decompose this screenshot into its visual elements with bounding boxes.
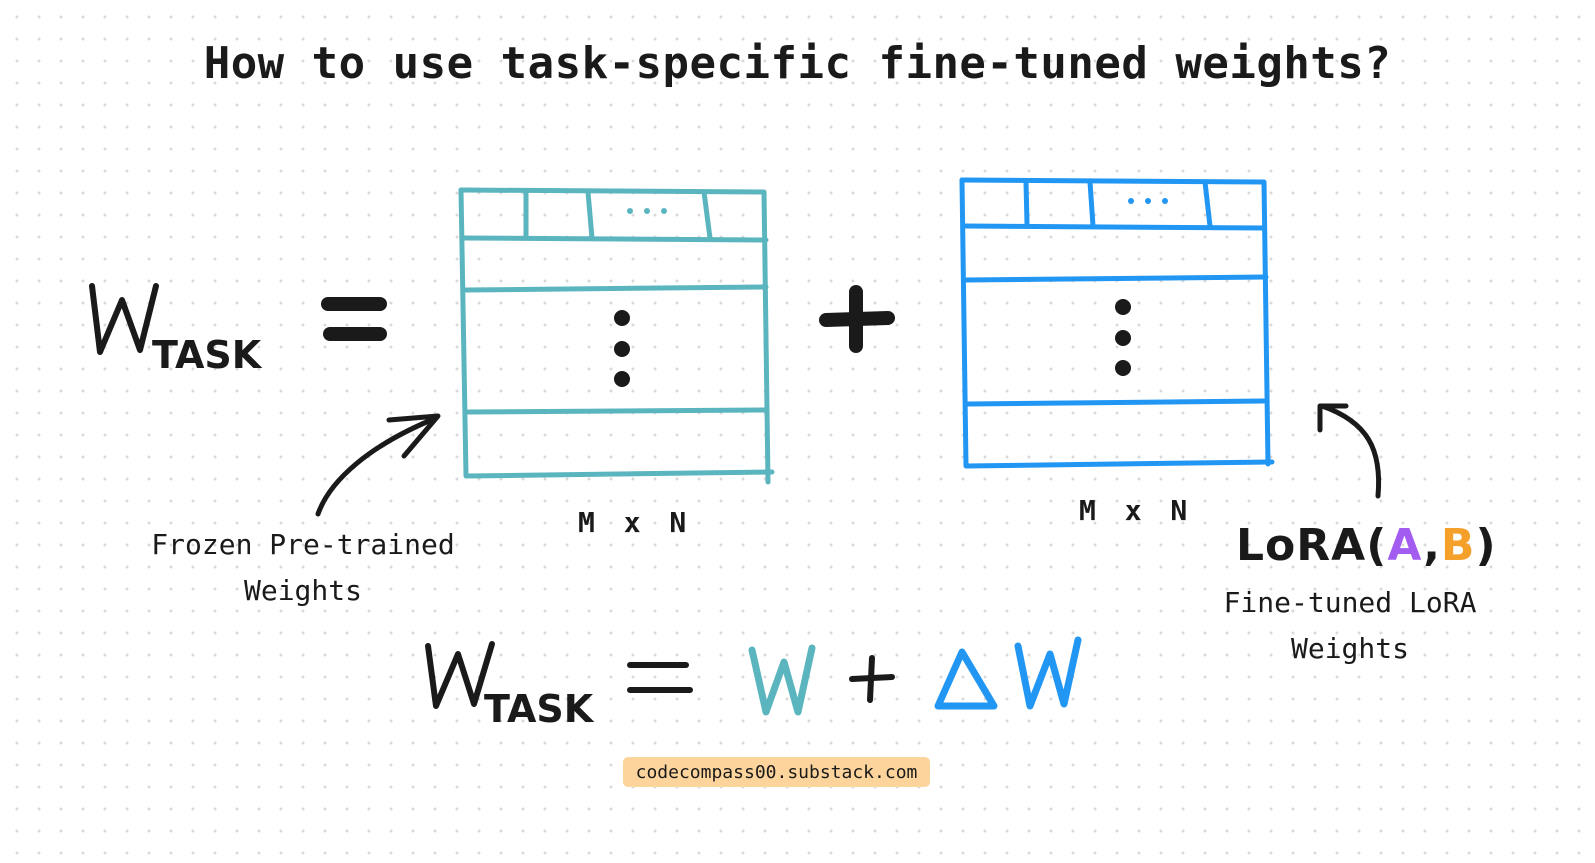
lora-weights-label-line2: Weights: [1290, 632, 1409, 665]
lora-weights-label: Fine-tuned LoRA Weights: [1200, 580, 1500, 672]
matrix-right: [959, 177, 1275, 469]
arrow-lora-weights: [1317, 403, 1382, 499]
lora-suffix: ): [1475, 520, 1497, 571]
top-equals-sign: [321, 297, 387, 341]
lora-b: B: [1440, 520, 1476, 571]
matrix-left: [458, 187, 775, 485]
top-lhs-w: [89, 283, 159, 355]
bottom-equals-sign: [627, 662, 693, 693]
matrix-right-header-dots: [1128, 198, 1168, 204]
lora-a: A: [1387, 520, 1424, 571]
bottom-w-teal: [748, 644, 816, 716]
matrix-right-dims: M x N: [1079, 494, 1194, 527]
frozen-weights-label-line2: Weights: [243, 574, 362, 607]
lora-ab-label: LoRA(A,B): [1236, 520, 1497, 571]
source-badge: codecompass00.substack.com: [623, 757, 930, 787]
lora-weights-label-line1: Fine-tuned LoRA: [1223, 586, 1477, 619]
bottom-delta-w: [934, 636, 1082, 710]
bottom-lhs-w: [425, 641, 495, 709]
lora-sep: ,: [1423, 520, 1441, 571]
top-plus-sign: [819, 285, 895, 353]
matrix-left-vertical-dots: [614, 310, 630, 387]
page-title: How to use task-specific fine-tuned weig…: [203, 38, 1392, 89]
bottom-plus-sign: [849, 655, 895, 703]
matrix-left-header-dots: [627, 208, 667, 214]
arrow-frozen-weights: [315, 413, 441, 517]
matrix-right-vertical-dots: [1115, 299, 1131, 376]
frozen-weights-label: Frozen Pre-trained Weights: [138, 522, 468, 614]
lora-prefix: LoRA(: [1236, 520, 1388, 571]
matrix-left-dims: M x N: [578, 506, 693, 539]
top-lhs-subscript: TASK: [152, 333, 263, 377]
frozen-weights-label-line1: Frozen Pre-trained: [151, 528, 455, 561]
bottom-lhs-subscript: TASK: [484, 687, 595, 731]
